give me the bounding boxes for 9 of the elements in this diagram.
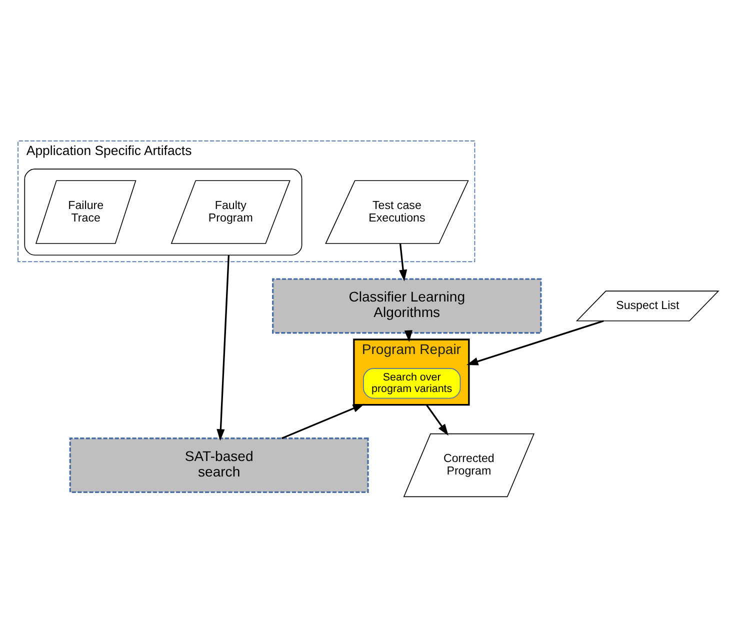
arrow (216, 254, 230, 440)
node-box: SAT-based search (69, 437, 369, 492)
node-box: Search over program variants (363, 368, 461, 398)
arrow (399, 243, 408, 281)
cluster (24, 168, 302, 256)
arrow (404, 330, 412, 342)
arrow (466, 320, 604, 365)
arrow (426, 404, 448, 436)
arrow (281, 403, 364, 439)
